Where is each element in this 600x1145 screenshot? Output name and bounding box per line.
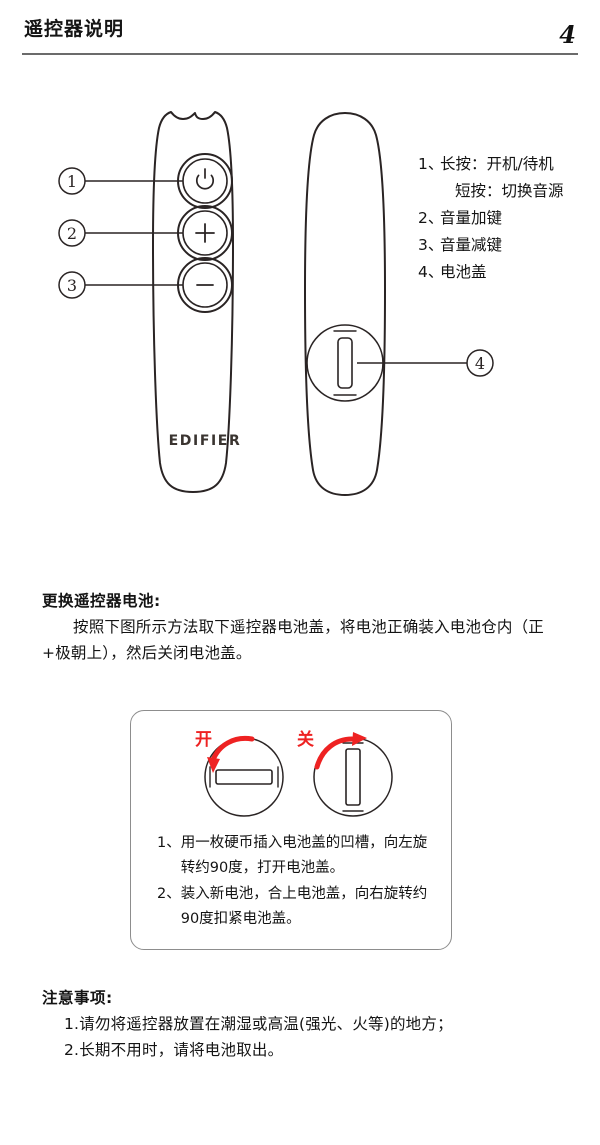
legend-item-3-num: 3、 [418,236,443,254]
note-item: 1.请勿将遥控器放置在潮湿或高温(强光、火等)的地方； [64,1015,453,1033]
power-icon [196,168,214,190]
callout-marker-2: 2 [58,219,86,247]
page-title: 遥控器说明 [24,18,125,40]
svg-text:3: 3 [67,276,77,295]
battery-instruction-box: 开 关 1、 用一枚硬币插入电池盖的凹槽，向左旋转约90度，打开电池盖。 [130,710,452,950]
svg-text:4: 4 [475,354,485,373]
notes-section: 注意事项: 1.请勿将遥控器放置在潮湿或高温(强光、火等)的地方； 2.长期不用… [42,985,572,1063]
legend-item-1-line-2: 短按：切换音源 [455,182,564,200]
svg-text:2: 2 [67,224,77,243]
notes-heading: 注意事项: [42,989,113,1007]
page-header: 遥控器说明 4 [0,0,600,60]
remote-back-body [304,112,386,496]
instruction-number: 2、 [157,886,181,902]
close-label: 关 [297,729,314,750]
battery-cover-close [313,737,393,817]
legend-item-1-num: 1、 [418,155,443,173]
plus-icon [195,223,215,243]
volume-up-button[interactable] [177,205,233,261]
callout-marker-1: 1 [58,167,86,195]
callout-marker-3: 3 [58,271,86,299]
instruction-number: 1、 [157,835,181,851]
volume-down-button[interactable] [177,257,233,313]
battery-section-heading: 更换遥控器电池: [42,592,161,610]
power-button[interactable] [177,153,233,209]
battery-replacement-section: 更换遥控器电池: 按照下图所示方法取下遥控器电池盖，将电池正确装入电池仓内（正+… [42,588,562,666]
svg-text:1: 1 [67,172,77,191]
legend-item-4-label: 电池盖 [440,263,487,281]
remote-front-body [152,111,234,493]
legend-item-4-num: 4、 [418,263,443,281]
instruction-text: 用一枚硬币插入电池盖的凹槽，向左旋转约90度，打开电池盖。 [180,835,428,876]
battery-section-paragraph: 按照下图所示方法取下遥控器电池盖，将电池正确装入电池仓内（正+极朝上），然后关闭… [42,618,545,662]
rotate-open-arrow [207,735,255,773]
instruction-item: 1、 用一枚硬币插入电池盖的凹槽，向左旋转约90度，打开电池盖。 [157,831,437,881]
instruction-text: 装入新电池，合上电池盖，向右旋转约90度扣紧电池盖。 [180,886,428,927]
header-divider [22,53,578,55]
legend-item-3-label: 音量减键 [440,236,502,254]
legend-item-1-line-1: 长按：开机/待机 [440,155,554,173]
battery-instruction-list: 1、 用一枚硬币插入电池盖的凹槽，向左旋转约90度，打开电池盖。 2、 装入新电… [157,831,437,933]
battery-rotate-figure: 开 关 [131,715,453,833]
battery-cover-notch-marks [333,330,357,396]
open-label: 开 [195,730,212,750]
rotate-close-arrow [314,732,367,770]
note-item: 2.长期不用时，请将电池取出。 [64,1041,284,1059]
page-number: 4 [559,20,576,49]
instruction-item: 2、 装入新电池，合上电池盖，向右旋转约90度扣紧电池盖。 [157,882,437,932]
legend-item-2-label: 音量加键 [440,209,502,227]
legend-item-2-num: 2、 [418,209,443,227]
remote-diagram: EDIFIER 1 2 3 [0,95,600,525]
brand-logo: EDIFIER [169,433,242,449]
callout-marker-4: 4 [466,349,494,377]
